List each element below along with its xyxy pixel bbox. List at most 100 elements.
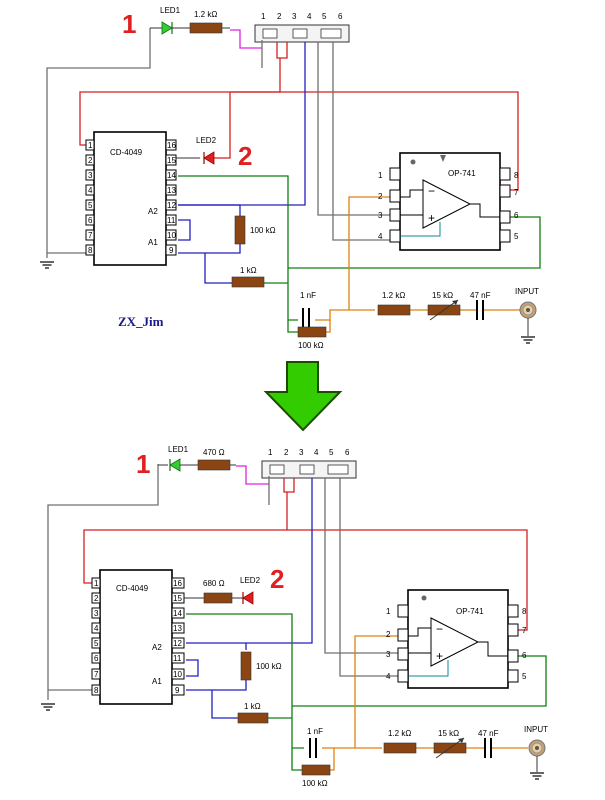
top-red-wire-1	[79, 58, 281, 146]
top-input-ground-icon	[520, 336, 536, 344]
bottom-c-47nf-label: 47 nF	[478, 729, 499, 738]
down-arrow-icon	[263, 361, 343, 432]
bottom-magenta-wire	[236, 465, 269, 485]
bottom-resistor-led2-icon	[203, 592, 233, 604]
top-resistor-1-2k-icon	[377, 304, 411, 316]
svg-text:6: 6	[88, 216, 93, 225]
bottom-switch-pin-3: 3	[299, 448, 304, 457]
top-a2-label: A2	[148, 207, 158, 216]
top-gray-wire-5	[317, 42, 390, 216]
bottom-c-1nf-label: 1 nF	[307, 727, 323, 736]
top-green-wire-1	[178, 175, 298, 321]
svg-text:8: 8	[514, 171, 519, 180]
bottom-green-wire-1	[186, 613, 304, 749]
svg-text:6: 6	[94, 654, 99, 663]
bottom-gray-wire-1	[47, 464, 159, 700]
top-marker-1: 1	[122, 9, 136, 39]
bottom-resistor-100k-bottom-icon	[301, 764, 331, 776]
svg-text:4: 4	[88, 186, 93, 195]
bottom-led2-icon	[242, 591, 254, 605]
svg-text:2: 2	[94, 594, 99, 603]
bottom-potentiometer-icon	[433, 737, 467, 759]
svg-text:3: 3	[94, 609, 99, 618]
bottom-marker-2: 2	[270, 564, 284, 594]
top-r-led1-label: 1.2 kΩ	[194, 10, 217, 19]
svg-text:5: 5	[88, 201, 93, 210]
top-switch-pin-3: 3	[292, 12, 297, 21]
top-resistor-1k-icon	[231, 276, 265, 288]
svg-text:4: 4	[94, 624, 99, 633]
svg-text:11: 11	[173, 654, 182, 663]
bottom-op741-label: OP-741	[456, 607, 484, 616]
top-c-47nf-label: 47 nF	[470, 291, 491, 300]
top-orange-wire-1	[315, 309, 375, 321]
svg-text:7: 7	[94, 670, 99, 679]
svg-text:+: +	[428, 211, 435, 225]
top-red-wire-3	[214, 92, 231, 159]
svg-text:−: −	[428, 184, 435, 198]
svg-text:9: 9	[175, 686, 180, 695]
svg-text:5: 5	[94, 639, 99, 648]
bottom-switch-pin-6: 6	[345, 448, 350, 457]
bottom-ground-icon	[40, 703, 56, 711]
bottom-resistor-1k-icon	[237, 712, 269, 724]
top-led2-label: LED2	[196, 136, 217, 145]
top-input-label: INPUT	[515, 287, 539, 296]
top-gray-wire-4	[332, 42, 390, 241]
svg-text:4: 4	[386, 672, 391, 681]
svg-text:2: 2	[378, 192, 383, 201]
svg-text:1: 1	[88, 141, 93, 150]
svg-text:12: 12	[167, 201, 176, 210]
svg-text:4: 4	[378, 232, 383, 241]
bottom-blue-wire-1	[186, 478, 313, 644]
bottom-blue-wire-3	[186, 689, 242, 719]
bottom-blue-wire-4	[212, 680, 247, 691]
bottom-r-1-2k-label: 1.2 kΩ	[388, 729, 411, 738]
bottom-switch-pin-1: 1	[268, 448, 273, 457]
svg-text:7: 7	[88, 231, 93, 240]
svg-text:16: 16	[173, 579, 182, 588]
bottom-green-wire-4	[291, 748, 304, 771]
top-ground-icon	[39, 261, 55, 269]
svg-text:14: 14	[167, 171, 176, 180]
bottom-led2-label: LED2	[240, 576, 261, 585]
svg-text:14: 14	[173, 609, 182, 618]
bottom-input-connector-icon	[528, 739, 546, 757]
svg-text:8: 8	[88, 246, 93, 255]
svg-text:1: 1	[386, 607, 391, 616]
top-blue-wire-2	[178, 219, 191, 241]
top-capacitor-47nf-icon	[476, 300, 484, 320]
svg-text:3: 3	[386, 650, 391, 659]
top-blue-wire-5	[205, 244, 241, 254]
top-schematic: 1 2 3 4 5 6 1 LED1	[39, 6, 541, 350]
bottom-blue-wire-2	[186, 659, 199, 677]
svg-text:3: 3	[88, 171, 93, 180]
bottom-input-label: INPUT	[524, 725, 548, 734]
bottom-orange-wire-2	[354, 635, 398, 748]
svg-text:2: 2	[386, 630, 391, 639]
top-blue-wire-1	[178, 42, 306, 206]
svg-text:1: 1	[94, 579, 99, 588]
bottom-r-100k-label: 100 kΩ	[256, 662, 282, 671]
svg-text:−: −	[436, 622, 443, 636]
svg-text:15: 15	[173, 594, 182, 603]
top-led1-label: LED1	[160, 6, 181, 15]
bottom-resistor-led1-icon	[197, 459, 231, 471]
bottom-switch-pin-4: 4	[314, 448, 319, 457]
bottom-r-1k-label: 1 kΩ	[244, 702, 261, 711]
top-magenta-wire	[230, 29, 262, 49]
top-switch-block: 1 2 3 4 5 6	[254, 12, 350, 43]
svg-text:1: 1	[378, 171, 383, 180]
svg-text:9: 9	[169, 246, 174, 255]
top-r-1k-label: 1 kΩ	[240, 266, 257, 275]
top-op741-label: OP-741	[448, 169, 476, 178]
top-marker-2: 2	[238, 141, 252, 171]
svg-text:6: 6	[522, 651, 527, 660]
top-blue-wire-4	[178, 204, 241, 218]
top-cd4049-label: CD-4049	[110, 148, 143, 157]
bottom-marker-1: 1	[136, 449, 150, 479]
bottom-pot-15k-label: 15 kΩ	[438, 729, 459, 738]
